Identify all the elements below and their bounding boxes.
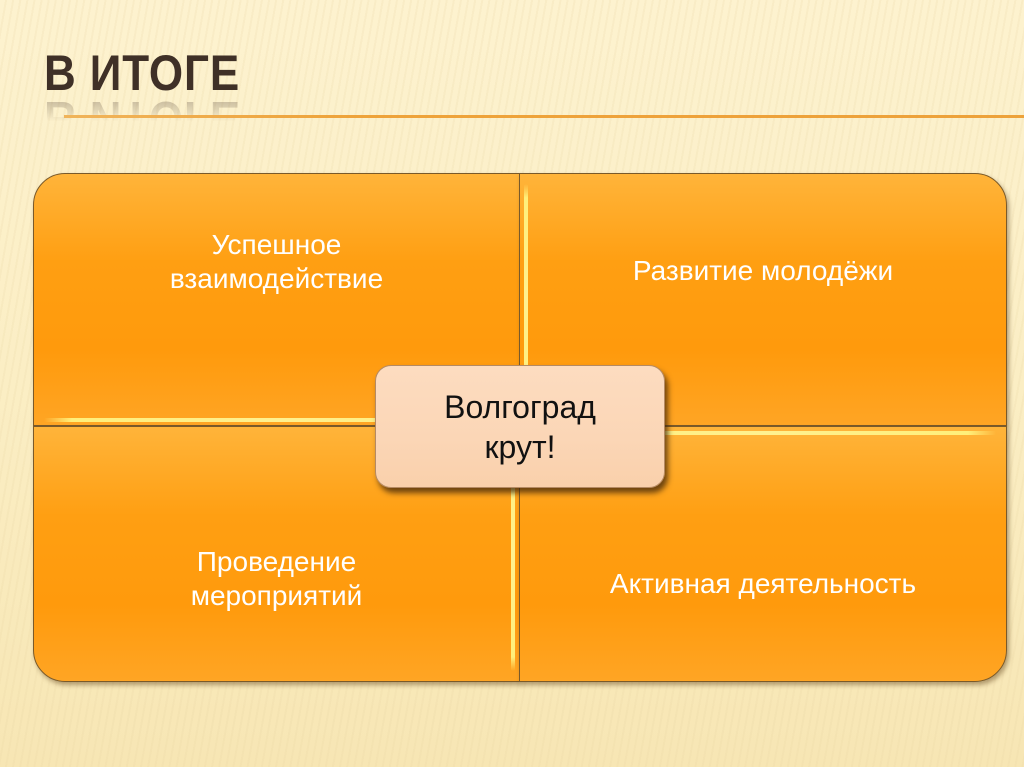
slide-title-reflection: В ИТОГЕ (44, 91, 241, 147)
center-label: Волгоград крут! (444, 387, 596, 467)
slide-title: В ИТОГЕ (44, 45, 241, 101)
quadrant-label: Успешное взаимодействие (170, 228, 383, 296)
quadrant-top-left: Успешное взаимодействие (33, 173, 520, 426)
quadrant-label-line: взаимодействие (169, 263, 384, 294)
quadrant-label-line: мероприятий (190, 580, 363, 611)
quadrant-label-line: Развитие молодёжи (632, 255, 894, 286)
quadrant-label: Проведение мероприятий (191, 545, 363, 613)
center-label-line: крут! (484, 428, 556, 465)
title-divider (64, 115, 1024, 118)
quadrant-label: Развитие молодёжи (633, 254, 893, 288)
quadrant-label-line: Проведение (196, 546, 357, 577)
quadrant-label: Активная деятельность (610, 567, 916, 601)
center-box: Волгоград крут! (375, 365, 665, 488)
quadrant-label-line: Активная деятельность (609, 568, 917, 599)
center-label-line: Волгоград (444, 388, 596, 425)
quadrant-label-line: Успешное (211, 229, 342, 260)
title-area: В ИТОГЕ В ИТОГЕ (44, 45, 267, 147)
